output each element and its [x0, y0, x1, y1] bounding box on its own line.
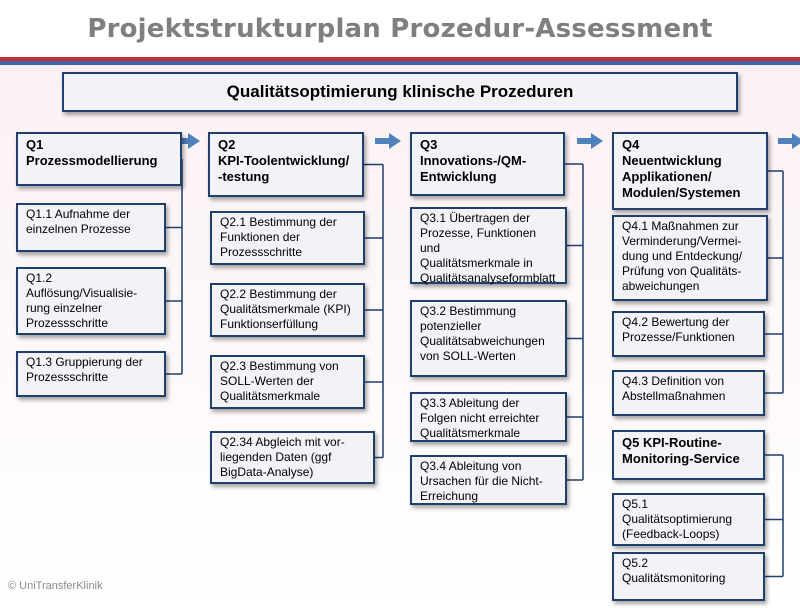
node-heading-line: Applikationen/: [622, 169, 712, 184]
node-text-line: Q3.1 Übertragen der: [420, 211, 531, 225]
node-text-line: Q2.2 Bestimmung der: [220, 287, 337, 301]
node-heading-line: Q3: [420, 137, 438, 152]
node-text-line: Qualitätsmerkmale in: [420, 256, 533, 270]
node-text-line: Ursachen für die Nicht-: [420, 474, 543, 488]
copyright-notice: © UniTransferKlinik: [8, 580, 103, 592]
main-node: Qualitätsoptimierung klinische Prozedure…: [62, 72, 738, 112]
node-text-line: Prozessschritte: [220, 245, 303, 259]
node-text-line: Q1.3 Gruppierung der: [26, 355, 143, 369]
node-text-line: Qualitätsmerkmale (KPI): [220, 302, 351, 316]
node-q2-item-4: Q2.34 Abgleich mit vor-liegenden Daten (…: [210, 431, 375, 484]
node-text-line: Q3.3 Ableitung der: [420, 396, 520, 410]
node-text-line: Prozessschritte: [26, 316, 109, 330]
node-text-line: Qualitätsanalyseformblatt: [420, 271, 556, 285]
node-text-line: Funktionen der: [220, 230, 301, 244]
node-text-line: SOLL-Werten der: [220, 374, 314, 388]
node-text-line: von SOLL-Werten: [420, 349, 516, 363]
flow-arrow: [778, 133, 800, 149]
node-heading-line: -testung: [218, 169, 270, 184]
node-heading-line: KPI-Toolentwicklung/: [218, 153, 350, 168]
node-text-line: BigData-Analyse): [220, 465, 314, 479]
title-stripe-red: [0, 57, 800, 61]
node-text-line: Auflösung/Visualisie-: [26, 286, 138, 300]
node-text-line: dung und Entdeckung/: [622, 249, 743, 263]
node-text-line: liegenden Daten (ggf: [220, 450, 332, 464]
node-text-line: Prozesse, Funktionen und: [420, 226, 537, 255]
node-heading-line: Prozessmodellierung: [26, 153, 158, 168]
node-text-line: Q2.34 Abgleich mit vor-: [220, 435, 345, 449]
node-text-line: abweichungen: [622, 279, 700, 293]
node-heading-line: Q4: [622, 137, 640, 152]
node-text-line: Prüfung von Qualitäts-: [622, 264, 742, 278]
node-q5-heading: Q5 KPI-Routine-Monitoring-Service: [612, 430, 765, 480]
node-text-line: Verminderung/Vermei-: [622, 234, 742, 248]
node-heading-line: Entwicklung: [420, 169, 497, 184]
node-text-line: rung einzelner: [26, 301, 103, 315]
node-text-line: Prozesse/Funktionen: [622, 330, 735, 344]
node-text-line: Q3.4 Ableitung von: [420, 459, 522, 473]
node-text-line: Folgen nicht erreichter: [420, 411, 540, 425]
node-text-line: Q5.2: [622, 556, 649, 570]
node-text-line: (Feedback-Loops): [622, 527, 720, 541]
node-text-line: Erreichung: [420, 489, 479, 503]
node-text-line: potenzieller: [420, 319, 482, 333]
node-heading-line: Innovations-/QM-: [420, 153, 527, 168]
node-text-line: Qualitätsmerkmale: [420, 426, 521, 440]
title-stripe-blue: [0, 61, 800, 65]
flow-arrows: [174, 133, 800, 149]
page-title: Projektstrukturplan Prozedur-Assessment: [87, 14, 713, 44]
node-heading-line: Q5 KPI-Routine-: [622, 435, 722, 450]
flow-arrow: [577, 133, 603, 149]
node-text-line: Q1.2: [26, 271, 53, 285]
node-text-line: Q1.1 Aufnahme der: [26, 207, 131, 221]
node-text-line: Q2.3 Bestimmung von: [220, 359, 339, 373]
node-heading-line: Modulen/Systemen: [622, 185, 741, 200]
node-heading-line: Q2: [218, 137, 236, 152]
node-text-line: Funktionserfüllung: [220, 317, 319, 331]
node-text-line: Q3.2 Bestimmung: [420, 304, 517, 318]
node-text-line: Prozessschritte: [26, 370, 109, 384]
node-text-line: Qualitätsmonitoring: [622, 571, 726, 585]
node-text-line: Qualitätsmerkmale: [220, 389, 321, 403]
node-text-line: Q2.1 Bestimmung der: [220, 215, 337, 229]
node-text-line: Q5.1: [622, 497, 649, 511]
node-heading-line: Monitoring-Service: [622, 451, 740, 466]
node-text-line: Qualitätsoptimierung: [622, 512, 733, 526]
connector-lines: [166, 159, 784, 578]
node-text-line: Q4.1 Maßnahmen zur: [622, 219, 739, 233]
node-text-line: einzelnen Prozesse: [26, 222, 131, 236]
node-heading-line: Neuentwicklung: [622, 153, 722, 168]
node-heading-line: Q1: [26, 137, 44, 152]
flow-arrow: [375, 133, 401, 149]
node-text-line: Q4.3 Definition von: [622, 374, 725, 388]
node-text-line: Q4.2 Bewertung der: [622, 315, 730, 329]
flow-arrow: [174, 133, 200, 149]
node-text-line: Abstellmaßnahmen: [622, 389, 726, 403]
node-text-line: Qualitätsabweichungen: [420, 334, 545, 348]
